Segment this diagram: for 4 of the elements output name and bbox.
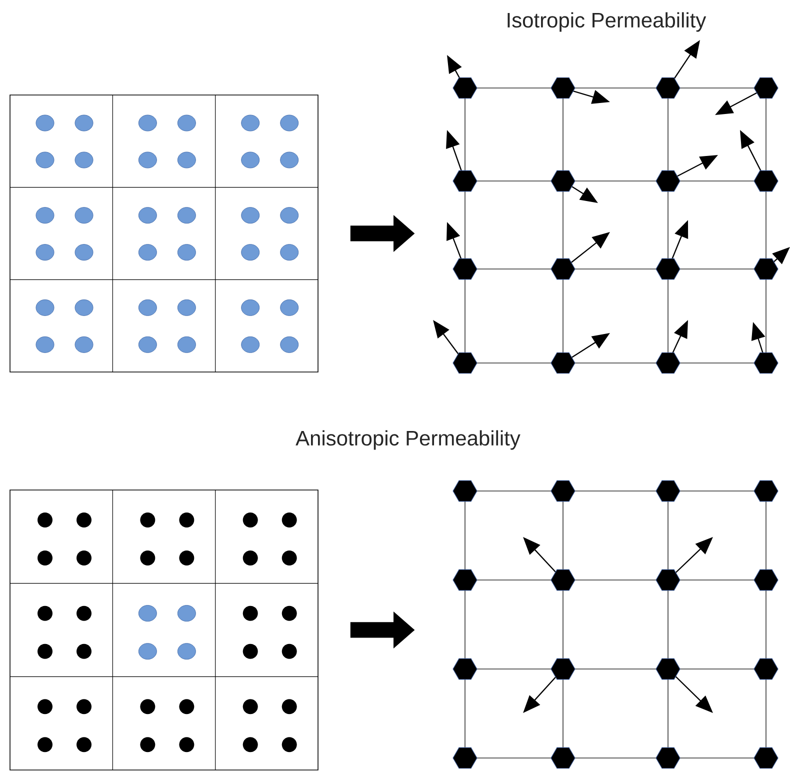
panel-title: Anisotropic Permeability	[296, 430, 520, 450]
lattice-drawing	[452, 480, 778, 769]
grid-drawing	[10, 490, 318, 770]
grid-drawing	[10, 94, 318, 372]
